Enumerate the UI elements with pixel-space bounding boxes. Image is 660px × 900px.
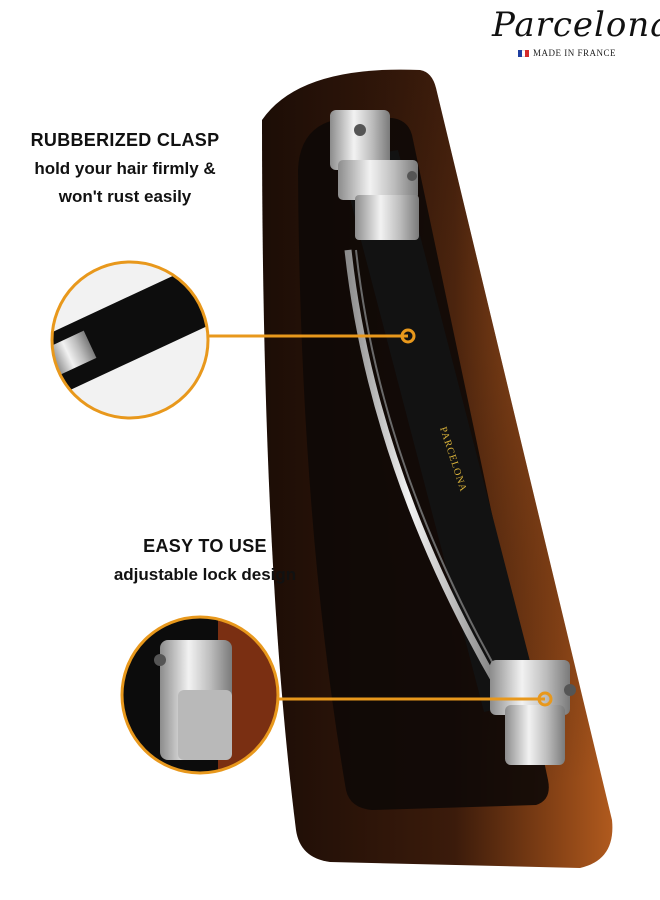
rubber-bar xyxy=(340,150,540,712)
connector-dot-2 xyxy=(537,691,553,707)
logo-text: Parcelona xyxy=(492,5,660,45)
spring-wire xyxy=(344,249,504,692)
callout-rubberized-clasp: RUBBERIZED CLASP hold your hair firmly &… xyxy=(20,130,230,207)
zoom-circle-lock xyxy=(120,615,280,775)
callout-easy-to-use: EASY TO USE adjustable lock design xyxy=(80,536,330,585)
connector-dot-1 xyxy=(400,328,416,344)
callout-line: won't rust easily xyxy=(58,187,192,206)
brand-logo: Parcelona MADE IN FRANCE xyxy=(492,5,660,58)
callout-title: RUBBERIZED CLASP xyxy=(30,130,220,150)
callout-line: adjustable lock design xyxy=(113,565,297,584)
zoom-circle-clasp xyxy=(50,260,210,420)
top-hinge xyxy=(330,110,419,240)
france-flag-icon xyxy=(517,49,529,57)
callout-title: EASY TO USE xyxy=(143,536,267,556)
callout-line: hold your hair firmly & xyxy=(34,159,216,178)
made-in-text: MADE IN FRANCE xyxy=(532,48,616,58)
made-in-label: MADE IN FRANCE xyxy=(492,48,642,58)
